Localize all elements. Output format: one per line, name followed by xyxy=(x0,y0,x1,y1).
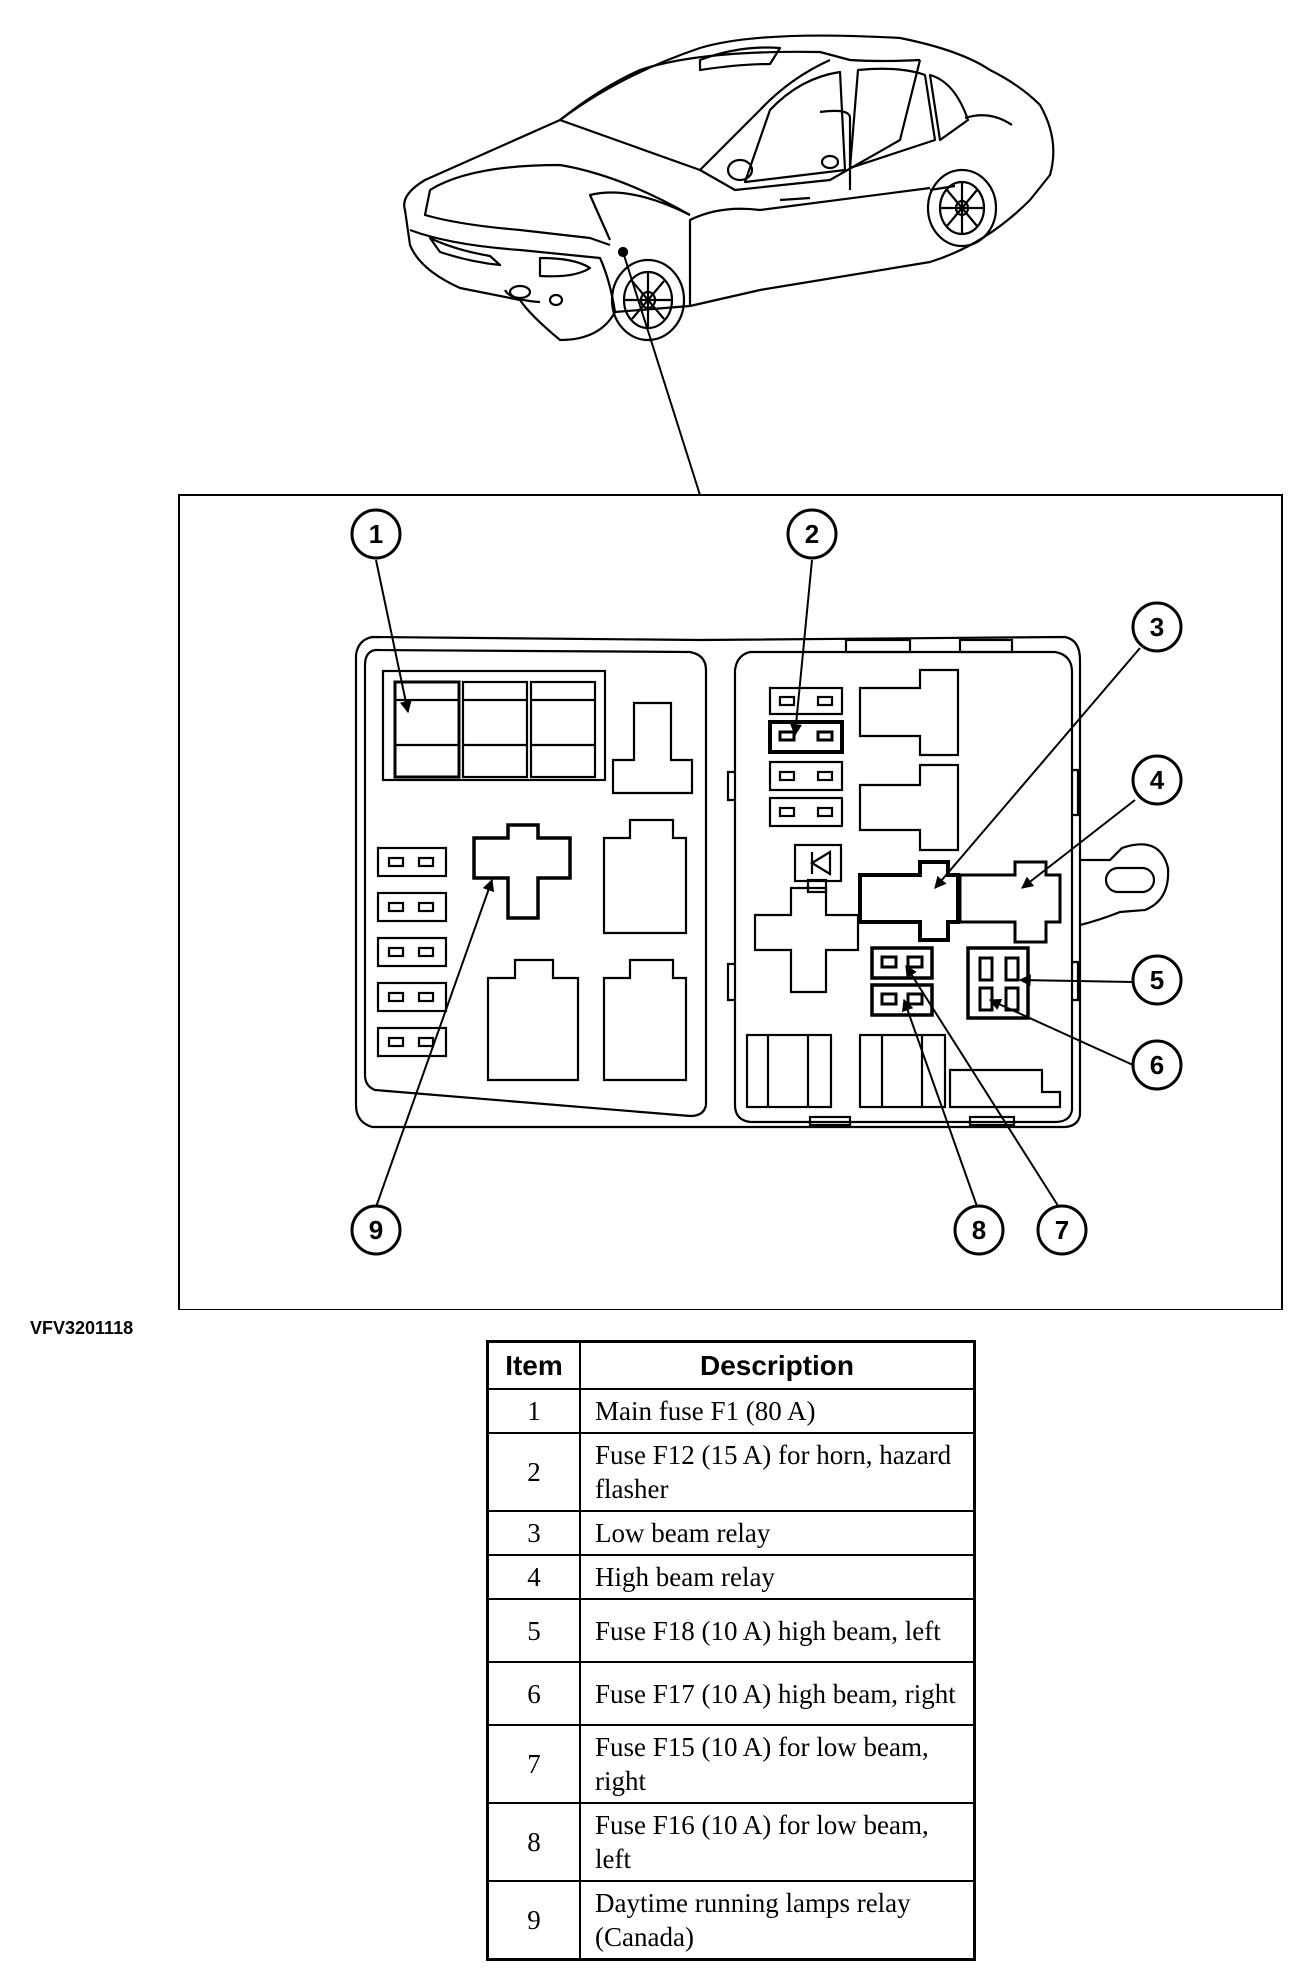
callout-label: 4 xyxy=(1150,765,1165,795)
callout-label: 3 xyxy=(1150,612,1164,642)
callout-7: 7 xyxy=(1036,1204,1088,1256)
item-number: 3 xyxy=(486,1510,581,1556)
item-description: Low beam relay xyxy=(579,1510,976,1556)
callout-markers: 1 2 3 4 5 6 7 8 9 xyxy=(350,508,1183,1256)
detail-frame xyxy=(178,494,1283,1310)
item-number: 6 xyxy=(486,1661,581,1726)
header-item: Item xyxy=(486,1340,581,1390)
callout-label: 9 xyxy=(369,1215,383,1245)
item-description: Main fuse F1 (80 A) xyxy=(579,1388,976,1434)
item-description: Fuse F17 (10 A) high beam, right xyxy=(579,1661,976,1726)
item-description: High beam relay xyxy=(579,1554,976,1600)
callout-1: 1 xyxy=(350,508,402,560)
callout-label: 6 xyxy=(1150,1050,1164,1080)
item-number: 7 xyxy=(486,1724,581,1804)
callout-label: 5 xyxy=(1150,965,1164,995)
callout-5: 5 xyxy=(1131,954,1183,1006)
item-number: 5 xyxy=(486,1598,581,1663)
fuse-box-housing xyxy=(354,635,1170,1129)
left-compartment xyxy=(376,669,694,1082)
callout-9: 9 xyxy=(350,1204,402,1256)
callout-label: 2 xyxy=(805,519,819,549)
item-number: 4 xyxy=(486,1554,581,1600)
item-number: 2 xyxy=(486,1432,581,1512)
item-description: Fuse F15 (10 A) for low beam, right xyxy=(579,1724,976,1804)
item-description: Fuse F18 (10 A) high beam, left xyxy=(579,1598,976,1663)
callout-label: 7 xyxy=(1055,1215,1069,1245)
callout-8: 8 xyxy=(953,1204,1005,1256)
callout-2: 2 xyxy=(786,508,838,560)
item-number: 9 xyxy=(486,1880,581,1961)
item-number: 1 xyxy=(486,1388,581,1434)
item-description: Fuse F16 (10 A) for low beam, left xyxy=(579,1802,976,1882)
location-leader-line xyxy=(622,251,701,496)
legend-header-row: Item Description xyxy=(486,1340,976,1390)
car-illustration xyxy=(403,34,1055,342)
header-description: Description xyxy=(579,1340,976,1390)
fuse-box-diagram: 1 2 3 4 5 6 7 8 9 xyxy=(178,34,1283,1310)
item-description: Daytime running lamps relay (Canada) xyxy=(579,1880,976,1961)
item-description: Fuse F12 (15 A) for horn, hazard flasher xyxy=(579,1432,976,1512)
callout-label: 8 xyxy=(972,1215,986,1245)
callout-4: 4 xyxy=(1131,754,1183,806)
right-compartment xyxy=(745,668,1062,1109)
figure-code: VFV3201118 xyxy=(30,1318,134,1338)
callout-3: 3 xyxy=(1131,601,1183,653)
callout-label: 1 xyxy=(369,519,383,549)
callout-6: 6 xyxy=(1131,1039,1183,1091)
callout-arrows xyxy=(375,559,1141,1213)
item-number: 8 xyxy=(486,1802,581,1882)
